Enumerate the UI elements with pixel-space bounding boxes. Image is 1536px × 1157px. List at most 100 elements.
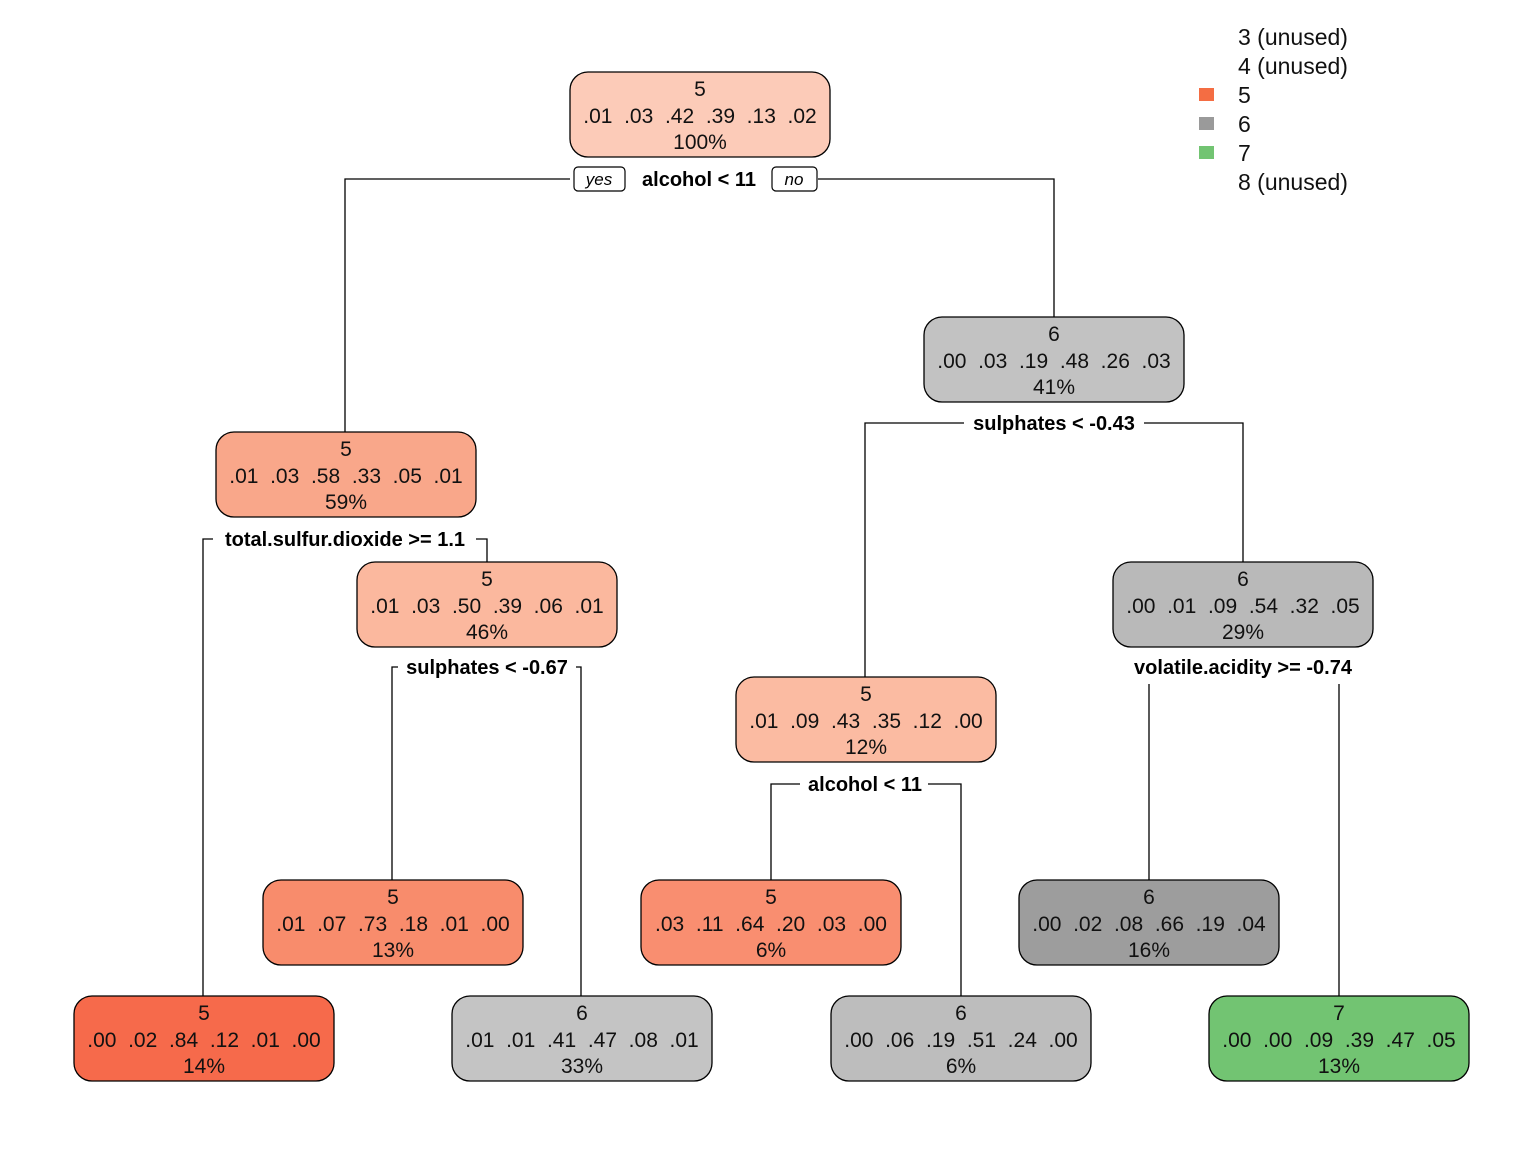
split-label: volatile.acidity >= -0.74 — [1134, 657, 1353, 679]
edge-n5-to-n10 — [391, 666, 398, 880]
yes-label: yes — [585, 170, 613, 189]
node-class: 5 — [860, 683, 872, 706]
node-percent: 29% — [1222, 621, 1264, 644]
node-probs: .01 .03 .58 .33 .05 .01 — [229, 465, 463, 488]
node-probs: .01 .03 .42 .39 .13 .02 — [583, 105, 817, 128]
legend-entry-5: 5 — [1238, 82, 1251, 108]
legend-entry-4: 4 (unused) — [1238, 53, 1348, 79]
tree-node-root: 5 .01 .03 .42 .39 .13 .02 100% — [569, 71, 831, 158]
legend-entry-6: 6 — [1238, 111, 1251, 137]
tree-node-n6: 5 .01 .09 .43 .35 .12 .00 12% — [735, 676, 997, 763]
split-label: total.sulfur.dioxide >= 1.1 — [225, 529, 465, 551]
legend: 3 (unused) 4 (unused) 5 6 7 8 (unused) — [1199, 24, 1348, 195]
node-probs: .00 .06 .19 .51 .24 .00 — [844, 1029, 1078, 1052]
node-class: 5 — [481, 568, 493, 591]
edge-n2-to-n5 — [476, 538, 488, 562]
split-alcohol-root: alcohol < 11 — [632, 166, 766, 192]
legend-entry-3: 3 (unused) — [1238, 24, 1348, 50]
split-volatile-acidity: volatile.acidity >= -0.74 — [1124, 654, 1364, 680]
edge-n6-to-n12 — [770, 783, 800, 880]
node-class: 5 — [765, 886, 777, 909]
node-percent: 16% — [1128, 939, 1170, 962]
node-box — [356, 561, 618, 648]
node-box — [215, 431, 477, 518]
node-percent: 12% — [845, 736, 887, 759]
node-box — [640, 879, 902, 966]
node-class: 7 — [1333, 1002, 1345, 1025]
edge-n2-to-n4 — [202, 538, 213, 996]
no-label: no — [785, 170, 804, 189]
node-percent: 6% — [756, 939, 786, 962]
tree-edges — [202, 178, 1340, 996]
node-percent: 33% — [561, 1055, 603, 1078]
node-probs: .01 .07 .73 .18 .01 .00 — [276, 913, 510, 936]
legend-swatch-5 — [1199, 88, 1214, 101]
edge-root-to-right — [818, 178, 1055, 317]
tree-leaf-n12: 5 .03 .11 .64 .20 .03 .00 6% — [640, 879, 902, 966]
node-box — [735, 676, 997, 763]
tree-node-n2: 5 .01 .03 .58 .33 .05 .01 59% — [215, 431, 477, 518]
node-probs: .00 .02 .08 .66 .19 .04 — [1032, 913, 1266, 936]
node-percent: 13% — [372, 939, 414, 962]
node-class: 6 — [1237, 568, 1249, 591]
legend-swatch-6 — [1199, 117, 1214, 130]
node-percent: 100% — [673, 131, 727, 154]
node-box — [262, 879, 524, 966]
node-probs: .00 .02 .84 .12 .01 .00 — [87, 1029, 321, 1052]
node-box — [451, 995, 713, 1082]
node-class: 6 — [955, 1002, 967, 1025]
node-class: 5 — [387, 886, 399, 909]
edge-n3-to-n7 — [1143, 422, 1244, 562]
split-labels: alcohol < 11 yes no total.sulfur.dioxide… — [214, 166, 1364, 797]
node-box — [923, 316, 1185, 403]
split-label: alcohol < 11 — [808, 774, 922, 796]
legend-entry-7: 7 — [1238, 140, 1251, 166]
node-class: 5 — [694, 78, 706, 101]
tree-leaf-n4: 5 .00 .02 .84 .12 .01 .00 14% — [73, 995, 335, 1082]
node-box — [73, 995, 335, 1082]
node-class: 6 — [1143, 886, 1155, 909]
node-class: 5 — [198, 1002, 210, 1025]
tree-node-n7: 6 .00 .01 .09 .54 .32 .05 29% — [1112, 561, 1374, 648]
edge-n6-to-n13 — [927, 783, 962, 996]
tree-leaf-n11: 6 .01 .01 .41 .47 .08 .01 33% — [451, 995, 713, 1082]
node-box — [830, 995, 1092, 1082]
split-label: sulphates < -0.43 — [973, 413, 1135, 435]
split-sulphates-left: sulphates < -0.67 — [398, 654, 576, 680]
tree-leaf-n13: 6 .00 .06 .19 .51 .24 .00 6% — [830, 995, 1092, 1082]
node-class: 5 — [340, 438, 352, 461]
node-box — [569, 71, 831, 158]
node-probs: .00 .00 .09 .39 .47 .05 — [1222, 1029, 1456, 1052]
no-tag: no — [771, 166, 818, 192]
node-percent: 13% — [1318, 1055, 1360, 1078]
node-box — [1112, 561, 1374, 648]
split-sulphates-right: sulphates < -0.43 — [964, 410, 1144, 436]
split-total-sulfur-dioxide: total.sulfur.dioxide >= 1.1 — [214, 526, 476, 552]
tree-node-n3: 6 .00 .03 .19 .48 .26 .03 41% — [923, 316, 1185, 403]
tree-leaf-n10: 5 .01 .07 .73 .18 .01 .00 13% — [262, 879, 524, 966]
node-box — [1018, 879, 1280, 966]
node-box — [1208, 995, 1470, 1082]
node-percent: 59% — [325, 491, 367, 514]
node-probs: .01 .01 .41 .47 .08 .01 — [465, 1029, 699, 1052]
legend-entry-8: 8 (unused) — [1238, 169, 1348, 195]
yes-tag: yes — [573, 166, 626, 192]
edge-n3-to-n6 — [864, 422, 964, 677]
tree-nodes: 5 .01 .03 .42 .39 .13 .02 100% 5 .01 .03… — [73, 71, 1470, 1082]
node-percent: 41% — [1033, 376, 1075, 399]
node-probs: .01 .09 .43 .35 .12 .00 — [749, 710, 983, 733]
edge-root-to-left — [344, 178, 570, 432]
node-percent: 6% — [946, 1055, 976, 1078]
tree-leaf-n14: 6 .00 .02 .08 .66 .19 .04 16% — [1018, 879, 1280, 966]
node-probs: .00 .01 .09 .54 .32 .05 — [1126, 595, 1360, 618]
split-label: sulphates < -0.67 — [406, 657, 568, 679]
node-probs: .01 .03 .50 .39 .06 .01 — [370, 595, 604, 618]
edge-n5-to-n11 — [574, 666, 582, 996]
node-probs: .00 .03 .19 .48 .26 .03 — [937, 350, 1171, 373]
legend-swatch-7 — [1199, 146, 1214, 159]
tree-node-n5: 5 .01 .03 .50 .39 .06 .01 46% — [356, 561, 618, 648]
node-probs: .03 .11 .64 .20 .03 .00 — [655, 913, 887, 936]
node-class: 6 — [576, 1002, 588, 1025]
